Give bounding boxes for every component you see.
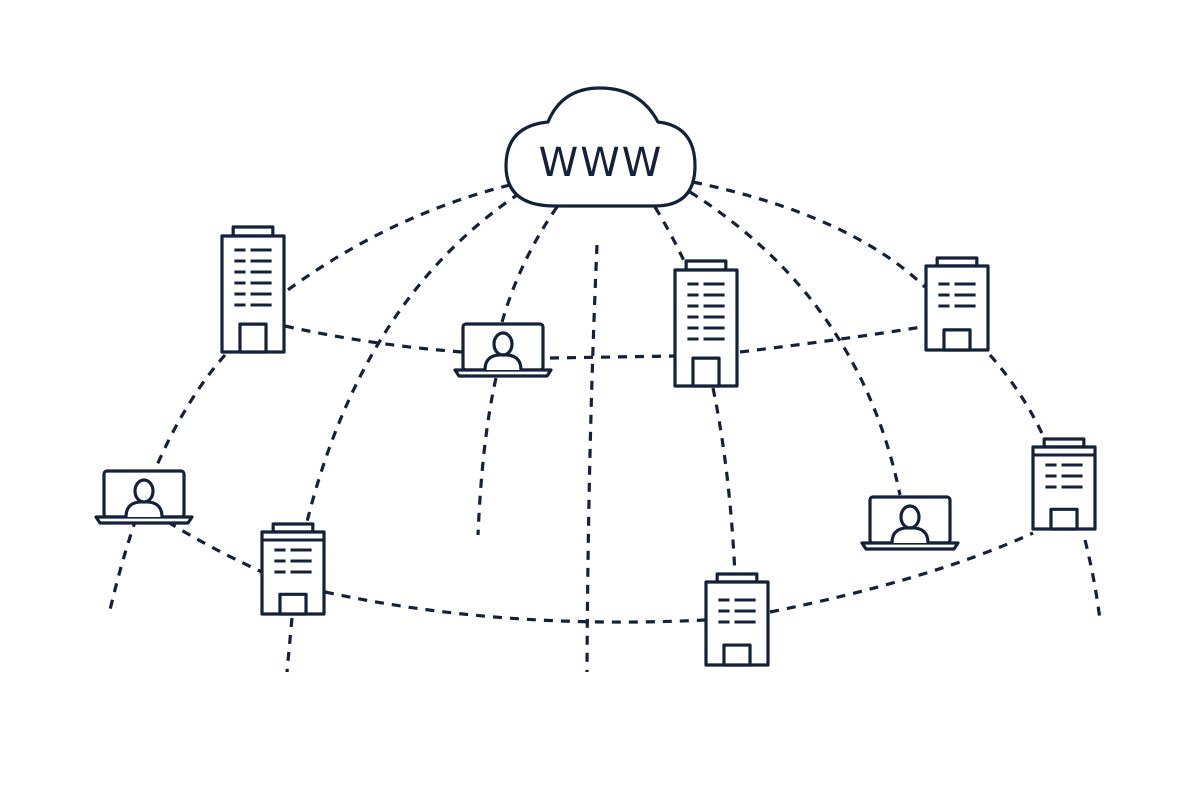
laptop-user-icon (453, 322, 553, 378)
office-building-icon (1031, 437, 1097, 531)
office-building-icon (673, 259, 739, 388)
office-building-icon (220, 225, 286, 354)
meridian-center-left (476, 206, 559, 536)
latitude-upper (284, 324, 923, 360)
latitude-lower (167, 520, 1034, 624)
meridian-far-left (108, 183, 511, 611)
cloud-icon (504, 86, 697, 208)
office-building-icon (260, 522, 326, 616)
meridian-center (585, 244, 599, 673)
laptop-user-icon (94, 469, 194, 525)
office-building-icon (704, 572, 770, 667)
laptop-user-icon (860, 495, 960, 551)
office-building-icon (924, 256, 990, 352)
meridian-right (689, 190, 902, 496)
globe-meridians (108, 180, 1102, 673)
meridian-center-right (653, 206, 737, 576)
meridian-left (285, 191, 521, 673)
globe-latitudes (167, 324, 1034, 624)
meridian-far-right (692, 180, 1102, 621)
network-nodes (94, 225, 1097, 667)
cloud-label: WWW (539, 140, 664, 186)
cloud-node: WWW (504, 86, 697, 208)
